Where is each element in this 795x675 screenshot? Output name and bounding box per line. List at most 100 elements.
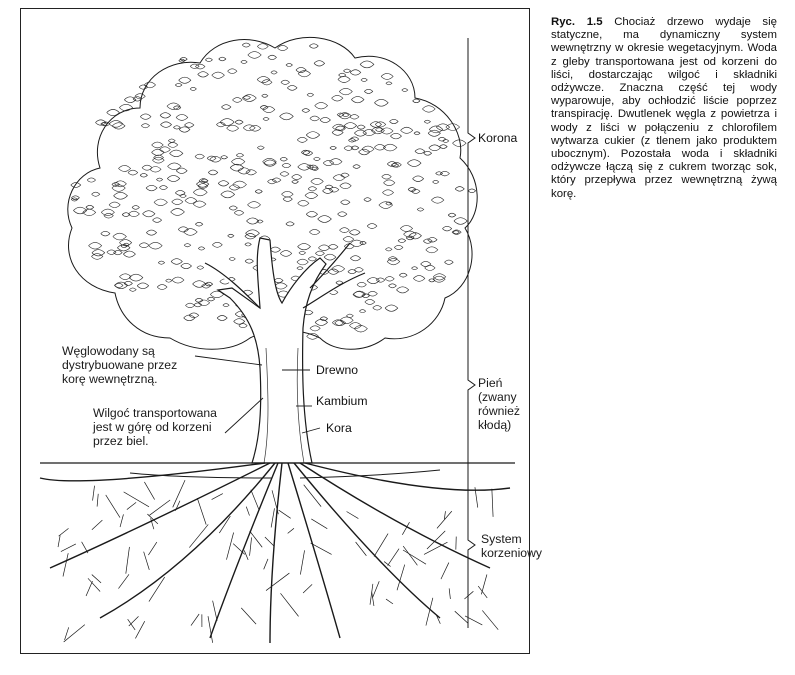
leaf-cluster-mark [299, 251, 306, 254]
leaf-cluster-mark [344, 123, 356, 129]
leaf-cluster-mark [171, 259, 182, 265]
leaf-cluster-mark [282, 163, 291, 167]
leaf-cluster-mark [181, 263, 192, 268]
leaf-cluster-mark [143, 211, 155, 217]
leaf-cluster-mark [388, 284, 396, 288]
root-main [130, 473, 272, 478]
leaf-cluster-mark [350, 70, 361, 75]
leaf-cluster-mark [246, 170, 257, 175]
leaf-cluster-mark [455, 187, 464, 192]
leaf-cluster-mark [306, 211, 317, 217]
leaf-cluster-mark [140, 173, 147, 177]
leaf-cluster-mark [308, 257, 316, 261]
leaf-cluster-mark [146, 230, 156, 235]
root-rootlet [97, 494, 98, 507]
leaf-cluster-mark [401, 127, 413, 133]
leaf-cluster-mark [343, 69, 350, 73]
leaf-cluster-mark [297, 137, 307, 142]
leaf-cluster-mark [413, 99, 420, 103]
leaf-cluster-mark [311, 178, 323, 184]
root-rootlet [244, 550, 248, 559]
leaf-cluster-mark [384, 180, 395, 186]
root-rootlet [288, 528, 294, 533]
figure-caption: Ryc. 1.5 Chociaż drzewo wydaje się staty… [551, 16, 777, 201]
leaf-cluster-mark [245, 243, 251, 246]
leaf-cluster-mark [332, 124, 345, 130]
leaf-cluster-mark [152, 142, 164, 148]
leaf-cluster-mark [367, 278, 379, 284]
leaf-cluster-mark [370, 122, 381, 128]
leaf-cluster-mark [330, 146, 336, 149]
leaf-cluster-mark [119, 274, 131, 280]
root-rootlet [86, 581, 92, 596]
leaf-cluster-mark [245, 259, 253, 263]
root-rootlet [482, 610, 498, 629]
leaf-cluster-mark [313, 157, 320, 160]
leaf-cluster-mark [193, 189, 207, 196]
root-rootlet [271, 508, 274, 527]
trunk-outline [218, 238, 326, 463]
leaf-cluster-mark [159, 186, 167, 190]
leaf-cluster-mark [234, 210, 244, 215]
leaf-cluster-mark [298, 200, 309, 206]
leaf-cluster-mark [390, 119, 399, 123]
leaf-cluster-mark [338, 76, 350, 82]
leaf-cluster-mark [168, 139, 175, 142]
leaf-cluster-mark [399, 273, 407, 277]
root-rootlet [197, 498, 206, 524]
leaf-cluster-mark [324, 254, 336, 260]
leaf-cluster-mark [305, 192, 318, 198]
root-rootlet [126, 547, 130, 574]
leaf-cluster-mark [400, 225, 412, 231]
leaf-cluster-mark [365, 299, 375, 304]
leaf-cluster-mark [132, 206, 139, 210]
leaf-cluster-mark [173, 126, 180, 129]
leaf-cluster-mark [375, 122, 385, 127]
label-korona: Korona [478, 131, 517, 145]
leaf-cluster-mark [109, 120, 123, 127]
leaf-cluster-mark [417, 208, 424, 211]
label-drewno: Drewno [316, 363, 358, 377]
root-rootlet [279, 510, 291, 518]
leaf-cluster-mark [221, 191, 235, 198]
root-main [100, 463, 275, 618]
leaf-cluster-mark [330, 159, 342, 165]
leaf-cluster-mark [468, 189, 476, 193]
leaf-cluster-mark [364, 89, 372, 93]
leaf-cluster-mark [302, 109, 310, 113]
leaf-cluster-mark [323, 188, 333, 193]
leaf-cluster-mark [429, 126, 443, 133]
leaf-cluster-mark [190, 87, 196, 90]
leaf-cluster-mark [350, 115, 359, 120]
leaf-cluster-mark [173, 106, 180, 110]
leaf-cluster-mark [298, 243, 311, 249]
leaf-cluster-mark [396, 287, 408, 293]
leaf-cluster-mark [92, 250, 105, 256]
leaf-cluster-mark [303, 151, 313, 156]
leaf-cluster-mark [309, 229, 319, 234]
root-rootlet [441, 563, 449, 580]
leaf-cluster-mark [351, 96, 364, 102]
leaf-cluster-mark [212, 242, 222, 247]
leaf-cluster-mark [343, 237, 354, 242]
leaf-cluster-mark [166, 279, 172, 282]
leaf-cluster-mark [92, 192, 100, 196]
root-rootlet [403, 550, 426, 564]
leaf-cluster-mark [407, 160, 421, 167]
root-rootlet [397, 565, 405, 591]
leaf-cluster-mark [197, 266, 204, 269]
leaf-cluster-mark [390, 133, 401, 139]
leaf-cluster-mark [229, 206, 237, 210]
leaf-cluster-mark [140, 114, 151, 119]
leaf-cluster-mark [154, 199, 167, 206]
leaf-cluster-mark [341, 200, 350, 205]
root-rootlet [300, 550, 304, 574]
root-main [210, 463, 278, 638]
root-rootlet [388, 549, 399, 566]
root-rootlet [403, 546, 417, 565]
leaf-cluster-mark [219, 57, 226, 61]
leaf-cluster-mark [315, 102, 328, 108]
root-rootlet [144, 482, 154, 500]
label-weglowodany: Węglowodany są dystrybuowane przez korę … [62, 344, 177, 386]
label-system: System korzeniowy [481, 532, 542, 560]
